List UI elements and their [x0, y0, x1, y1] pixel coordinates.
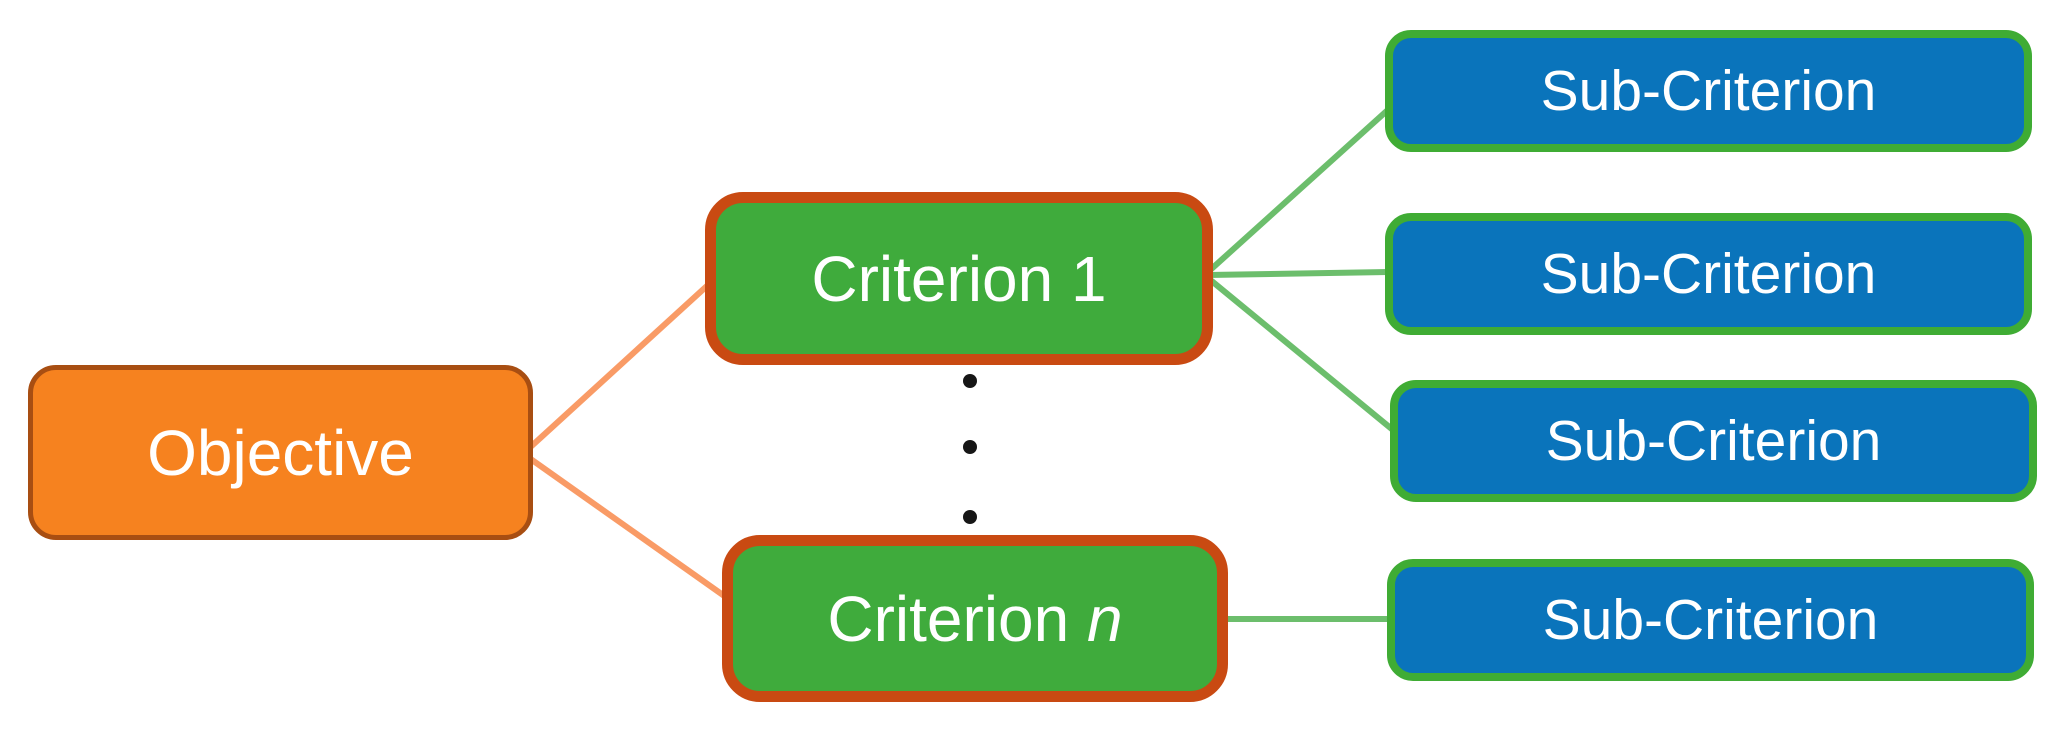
criterion-n-label-suffix: n	[1087, 582, 1123, 655]
edge-criterion-n-sub3	[1206, 275, 1395, 433]
sub-criterion-3-node: Sub-Criterion	[1390, 380, 2037, 502]
edge-objective-criterion1	[522, 282, 711, 455]
edge-criterion1-sub1	[1205, 105, 1393, 275]
objective-label: Objective	[147, 416, 414, 489]
ellipsis-dot	[963, 374, 977, 388]
criterion-1-node: Criterion 1	[705, 192, 1213, 365]
criterion-n-label-prefix: Criterion	[827, 582, 1070, 655]
sub-criterion-4-label: Sub-Criterion	[1542, 587, 1879, 652]
sub-criterion-3-label: Sub-Criterion	[1545, 408, 1882, 473]
criterion-n-node: Criterion n	[722, 535, 1228, 702]
ellipsis-dot	[963, 440, 977, 454]
edge-criterion1-sub2	[1207, 269, 1389, 278]
objective-node: Objective	[28, 365, 533, 540]
sub-criterion-2-node: Sub-Criterion	[1385, 213, 2032, 335]
ellipsis-dot	[963, 510, 977, 524]
edge-objective-criterion-n	[523, 452, 732, 603]
sub-criterion-1-label: Sub-Criterion	[1540, 58, 1877, 123]
sub-criterion-2-label: Sub-Criterion	[1540, 241, 1877, 306]
sub-criterion-4-node: Sub-Criterion	[1387, 559, 2034, 681]
sub-criterion-1-node: Sub-Criterion	[1385, 30, 2032, 152]
criterion-1-label: Criterion 1	[811, 242, 1107, 315]
